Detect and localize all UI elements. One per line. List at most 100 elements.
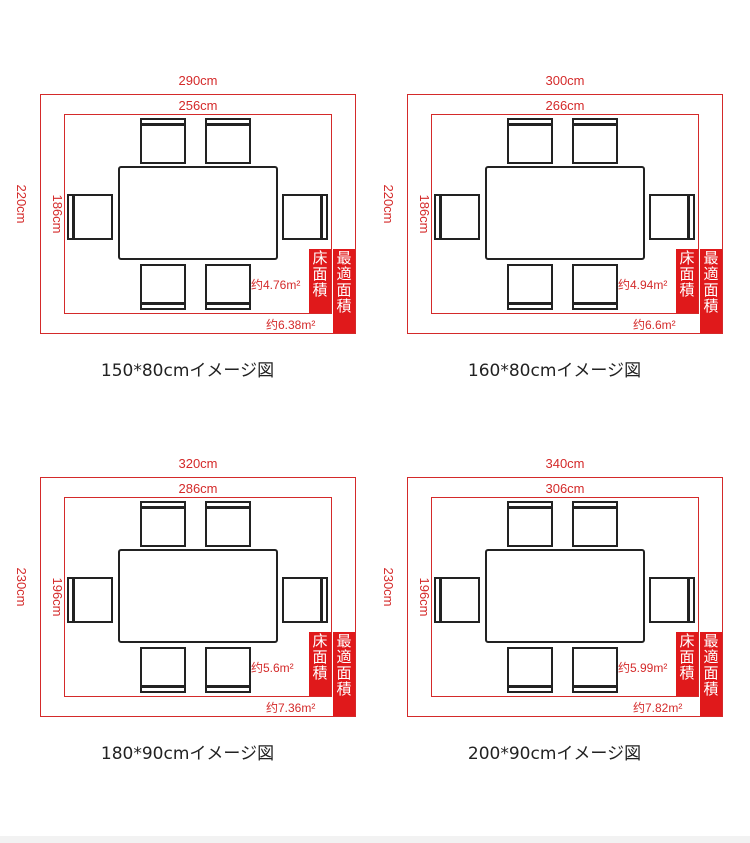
outer-height-label: 230cm	[381, 567, 396, 607]
badge-char: 面	[336, 664, 352, 682]
badge-char: 面	[336, 281, 352, 299]
badge-char: 最	[336, 632, 352, 650]
outer-width-label: 340cm	[545, 456, 585, 471]
badge-char: 積	[703, 297, 719, 315]
chair-bottom	[140, 264, 186, 310]
best-area-value: 约6.38m²	[266, 318, 316, 332]
chair-left	[67, 577, 113, 623]
chair-left	[67, 194, 113, 240]
badge-char: 積	[703, 680, 719, 698]
best-area-badge: 最適面積	[333, 249, 355, 333]
badge-char: 床	[312, 632, 328, 650]
badge-char: 適	[703, 648, 719, 666]
chair-bottom	[507, 264, 553, 310]
floor-area-badge: 床面積	[676, 632, 698, 696]
chair-top	[507, 501, 553, 547]
inner-height-label: 196cm	[417, 577, 432, 617]
floor-area-boundary	[431, 114, 699, 314]
chair-left	[434, 194, 480, 240]
dining-table	[118, 549, 278, 643]
dining-table	[485, 549, 645, 643]
chair-right	[282, 194, 328, 240]
best-area-badge: 最適面積	[700, 249, 722, 333]
diagram-panel: 340cm 306cm 230cm 196cm 约5.99m² 约7.82m² 床面積最適面…	[367, 383, 742, 764]
chair-bottom	[205, 647, 251, 693]
outer-width-label: 300cm	[545, 73, 585, 88]
badge-char: 面	[703, 281, 719, 299]
diagram-panel: 290cm 256cm 220cm 186cm 约4.76m² 约6.38m² 床面積最適面…	[0, 0, 375, 381]
badge-char: 面	[679, 265, 695, 283]
best-area-value: 约7.82m²	[633, 701, 683, 715]
inner-width-label: 266cm	[545, 98, 585, 113]
outer-room-boundary	[407, 94, 723, 334]
chair-top	[205, 501, 251, 547]
badge-char: 積	[336, 297, 352, 315]
outer-room-boundary	[407, 477, 723, 717]
badge-char: 適	[336, 648, 352, 666]
inner-width-label: 256cm	[178, 98, 218, 113]
badge-char: 面	[703, 664, 719, 682]
badge-char: 積	[336, 680, 352, 698]
diagram-caption: 160*80cmイメージ図	[467, 361, 642, 381]
floor-area-value: 约5.6m²	[251, 661, 294, 675]
badge-char: 適	[703, 265, 719, 283]
inner-height-label: 186cm	[50, 194, 65, 234]
chair-top	[140, 118, 186, 164]
outer-room-boundary	[40, 477, 356, 717]
diagram-caption: 180*90cmイメージ図	[100, 744, 275, 764]
best-area-value: 约6.6m²	[633, 318, 676, 332]
badge-char: 面	[679, 648, 695, 666]
dining-table	[485, 166, 645, 260]
chair-right	[282, 577, 328, 623]
diagram-caption: 200*90cmイメージ図	[467, 744, 642, 764]
outer-height-label: 220cm	[381, 184, 396, 224]
floor-area-boundary	[64, 114, 332, 314]
chair-top	[205, 118, 251, 164]
badge-char: 床	[312, 249, 328, 267]
chair-top	[507, 118, 553, 164]
diagram-caption: 150*80cmイメージ図	[100, 361, 275, 381]
best-area-badge: 最適面積	[700, 632, 722, 716]
chair-bottom	[507, 647, 553, 693]
best-area-badge: 最適面積	[333, 632, 355, 716]
badge-char: 積	[312, 664, 328, 682]
chair-right	[649, 194, 695, 240]
floor-area-badge: 床面積	[309, 249, 331, 313]
outer-room-boundary	[40, 94, 356, 334]
floor-area-badge: 床面積	[309, 632, 331, 696]
floor-area-value: 约4.76m²	[251, 278, 301, 292]
chair-bottom	[140, 647, 186, 693]
badge-char: 面	[312, 265, 328, 283]
inner-height-label: 186cm	[417, 194, 432, 234]
outer-width-label: 290cm	[178, 73, 218, 88]
badge-char: 積	[679, 281, 695, 299]
badge-char: 床	[679, 249, 695, 267]
badge-char: 最	[703, 632, 719, 650]
chair-right	[649, 577, 695, 623]
badge-char: 最	[336, 249, 352, 267]
floor-area-boundary	[431, 497, 699, 697]
chair-bottom	[572, 264, 618, 310]
outer-height-label: 230cm	[14, 567, 29, 607]
inner-width-label: 306cm	[545, 481, 585, 496]
badge-char: 最	[703, 249, 719, 267]
floor-area-badge: 床面積	[676, 249, 698, 313]
inner-height-label: 196cm	[50, 577, 65, 617]
badge-char: 面	[312, 648, 328, 666]
inner-width-label: 286cm	[178, 481, 218, 496]
floor-area-value: 约5.99m²	[618, 661, 668, 675]
badge-char: 積	[312, 281, 328, 299]
best-area-value: 约7.36m²	[266, 701, 316, 715]
chair-top	[140, 501, 186, 547]
outer-height-label: 220cm	[14, 184, 29, 224]
chair-bottom	[572, 647, 618, 693]
floor-area-value: 约4.94m²	[618, 278, 668, 292]
footer-strip	[0, 836, 750, 843]
badge-char: 積	[679, 664, 695, 682]
chair-top	[572, 501, 618, 547]
chair-left	[434, 577, 480, 623]
floor-area-boundary	[64, 497, 332, 697]
dining-table	[118, 166, 278, 260]
